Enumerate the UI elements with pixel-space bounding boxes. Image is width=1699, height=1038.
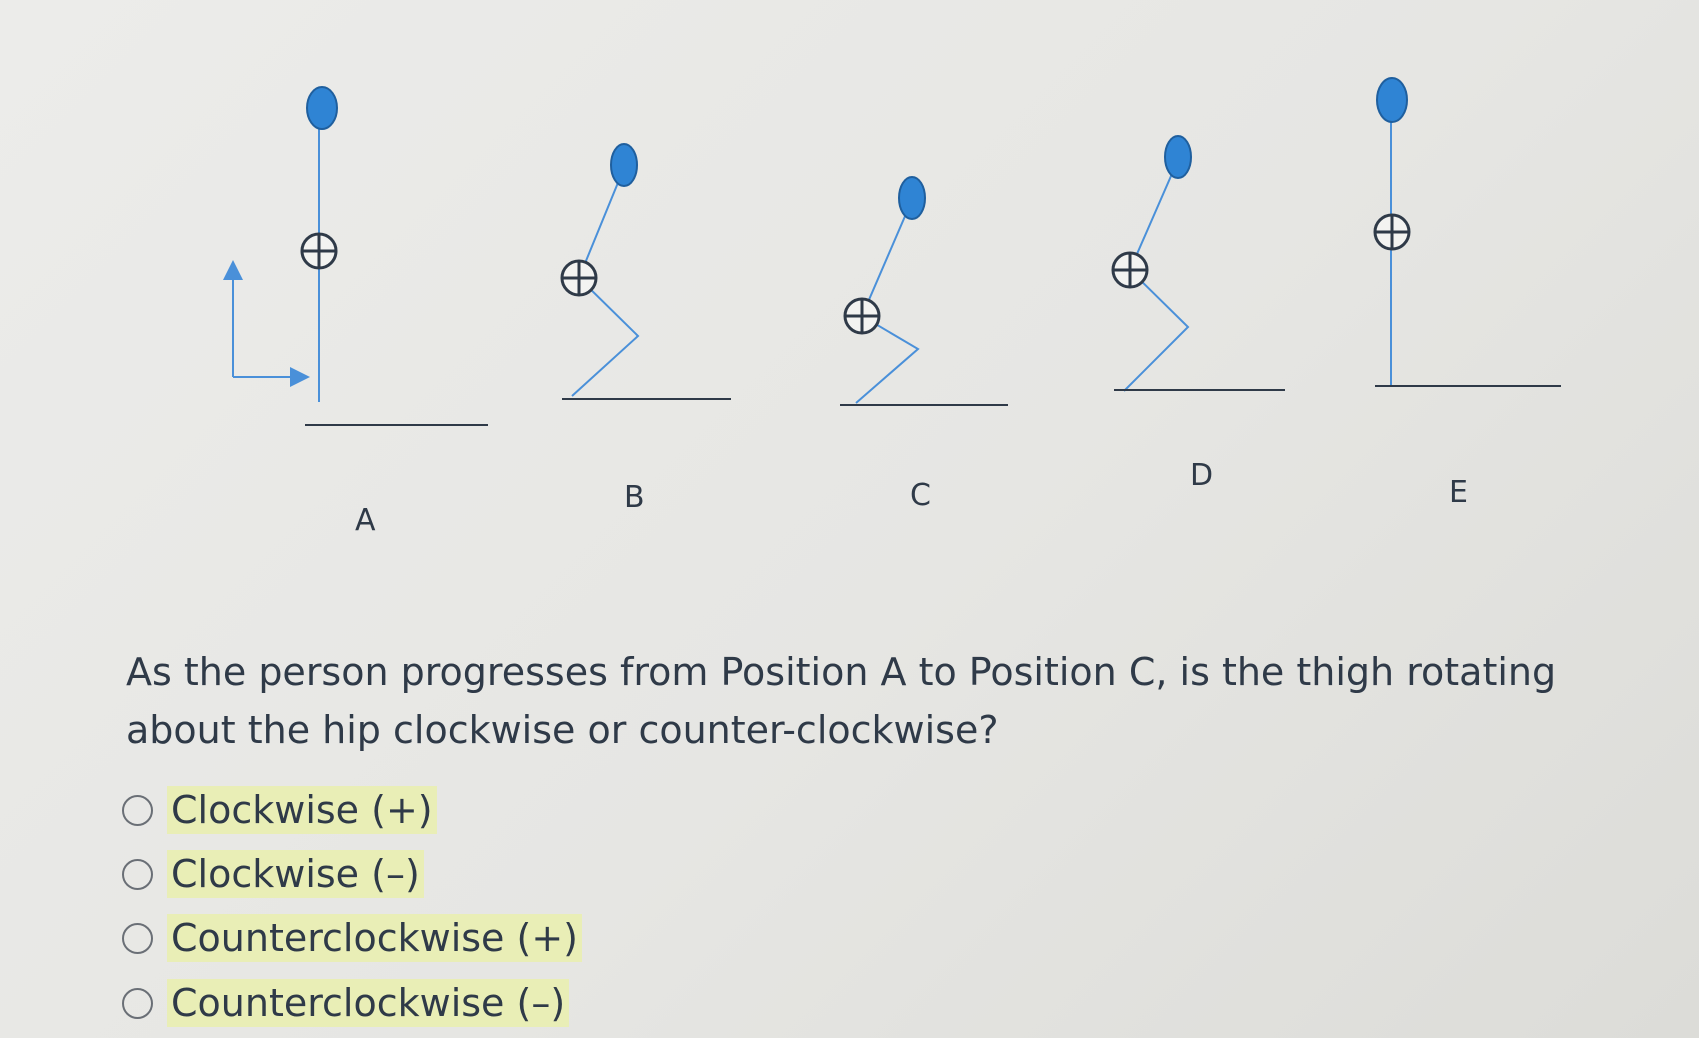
- option-clockwise-negative[interactable]: Clockwise (–): [122, 849, 424, 899]
- position-label-a: A: [355, 503, 376, 538]
- figure-position-e: E: [1373, 77, 1561, 510]
- position-label-c: C: [910, 478, 931, 513]
- radio-button[interactable]: [122, 922, 153, 954]
- figure-position-d: D: [1111, 135, 1285, 493]
- head-icon: [898, 176, 926, 220]
- head-icon: [306, 86, 338, 130]
- option-label: Counterclockwise (–): [167, 979, 570, 1027]
- figure-position-b: B: [560, 143, 731, 515]
- option-counterclockwise-positive[interactable]: Counterclockwise (+): [122, 913, 582, 963]
- leg-segment: [1123, 159, 1190, 392]
- question-text: As the person progresses from Position A…: [126, 650, 1557, 752]
- position-label-e: E: [1449, 475, 1468, 510]
- option-label: Counterclockwise (+): [167, 914, 582, 962]
- position-label-d: D: [1190, 458, 1213, 493]
- center-of-mass-icon: [560, 259, 598, 297]
- center-of-mass-icon: [300, 232, 338, 270]
- option-label: Clockwise (+): [167, 786, 437, 834]
- radio-button[interactable]: [122, 858, 153, 890]
- center-of-mass-icon: [1111, 251, 1149, 289]
- leg-segment: [571, 167, 640, 397]
- option-clockwise-positive[interactable]: Clockwise (+): [122, 785, 437, 835]
- head-icon: [610, 143, 638, 187]
- radio-button[interactable]: [122, 987, 153, 1019]
- position-label-b: B: [624, 480, 645, 515]
- figure-position-a: A: [300, 86, 488, 538]
- head-icon: [1376, 77, 1408, 123]
- center-of-mass-icon: [843, 297, 881, 335]
- option-label: Clockwise (–): [167, 850, 424, 898]
- coordinate-axes-icon: [223, 260, 310, 387]
- head-icon: [1164, 135, 1192, 179]
- radio-button[interactable]: [122, 794, 153, 826]
- center-of-mass-icon: [1373, 213, 1411, 251]
- squat-positions-figure: A B C D: [223, 77, 1561, 538]
- leg-segment: [855, 199, 920, 404]
- figure-position-c: C: [840, 176, 1008, 513]
- option-counterclockwise-negative[interactable]: Counterclockwise (–): [122, 978, 570, 1028]
